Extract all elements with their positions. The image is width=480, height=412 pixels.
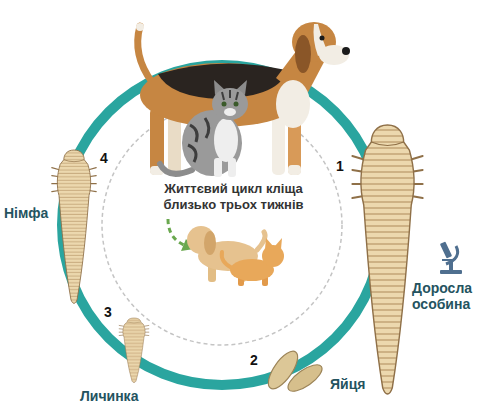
young-animals: [187, 226, 284, 286]
callout-number: 1: [336, 158, 344, 174]
callout-number: 4: [100, 150, 108, 166]
microscope-icon: [440, 241, 462, 274]
larva-mite: [119, 318, 149, 383]
callout-number: 3: [104, 304, 112, 320]
adult-mite: [352, 125, 422, 394]
stage-label: Доросла особина: [412, 280, 476, 312]
cat-figure: [160, 80, 248, 177]
mite-eggs: [263, 347, 326, 396]
cycle-note: Життєвий цикл кліща близько трьох тижнів: [148, 180, 319, 214]
inner-ring: [102, 105, 342, 345]
stage-label: Личинка: [80, 388, 138, 404]
dog-figure: [136, 22, 350, 175]
stage-label: Яйця: [330, 376, 365, 392]
callout-number: 2: [250, 352, 258, 368]
cycle-ring: [62, 65, 382, 385]
stage-label: Німфа: [4, 205, 48, 221]
nymph-mite: [52, 150, 96, 303]
